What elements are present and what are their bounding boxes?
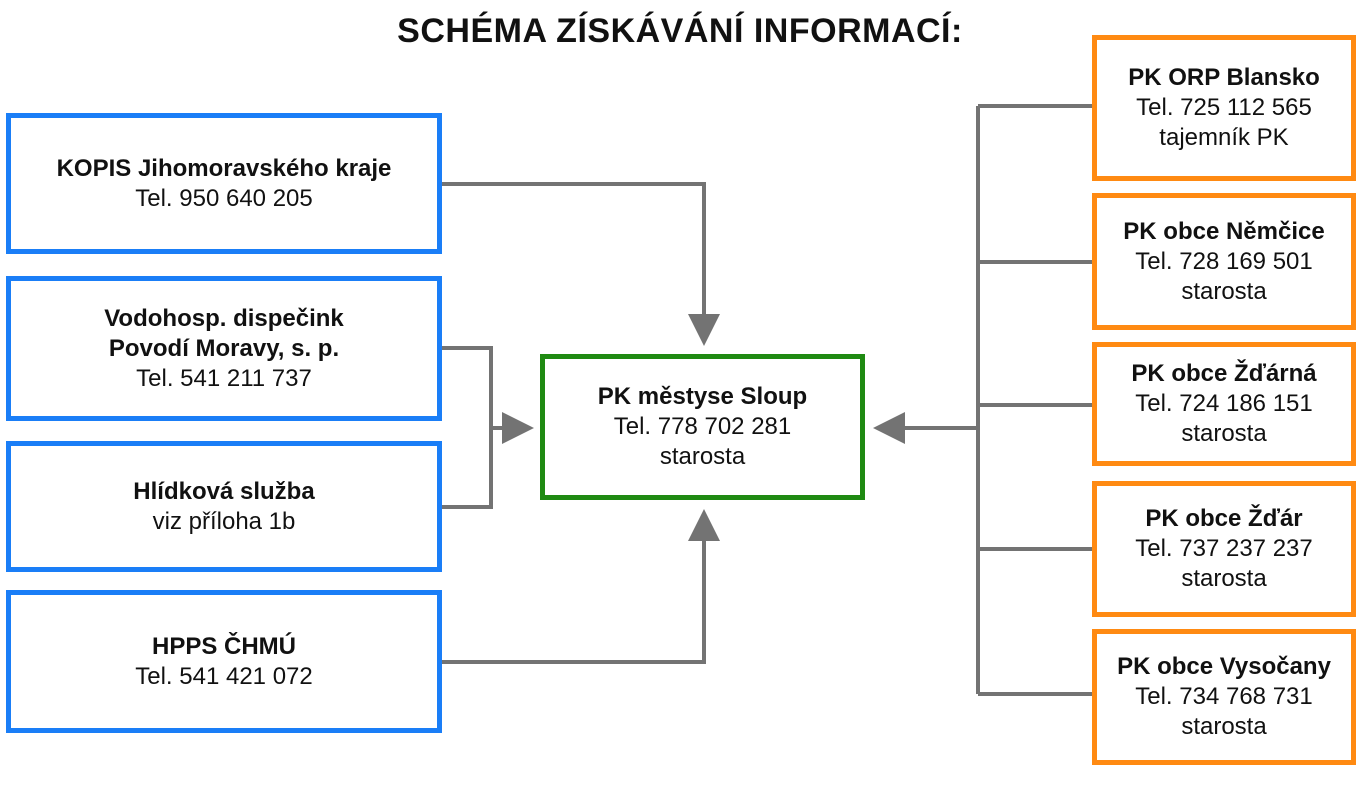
recipient-zdarna: PK obce Žďárná Tel. 724 186 151 starosta [1092,342,1356,466]
connector-vodohosp [441,346,493,509]
center-sloup-name: PK městyse Sloup [597,383,808,410]
source-hpps-name: HPPS ČHMÚ [151,632,296,660]
recipient-zdarna-tel: Tel. 724 186 151 [1135,390,1313,417]
recipient-zdar-name: PK obce Žďár [1145,505,1303,532]
recipient-nemcice: PK obce Němčice Tel. 728 169 501 starost… [1092,193,1356,330]
recipient-vysocany-name: PK obce Vysočany [1117,653,1331,680]
source-hlidkova-name: Hlídková služba [133,477,315,505]
source-hpps-tel: Tel. 541 421 072 [135,662,313,690]
recipient-blansko-role: tajemník PK [1159,124,1289,151]
recipient-zdarna-role: starosta [1181,420,1267,447]
source-hpps: HPPS ČHMÚ Tel. 541 421 072 [6,590,442,733]
center-sloup: PK městyse Sloup Tel. 778 702 281 staros… [540,354,865,500]
connector-hpps [441,509,720,664]
recipient-vysocany-tel: Tel. 734 768 731 [1135,683,1313,710]
recipient-nemcice-tel: Tel. 728 169 501 [1135,247,1313,275]
recipient-zdarna-name: PK obce Žďárná [1131,360,1317,387]
recipient-zdar: PK obce Žďár Tel. 737 237 237 starosta [1092,481,1356,617]
source-vodohosp-tel: Tel. 541 211 737 [136,364,312,392]
connector-kopis [441,182,720,346]
source-vodohosp-name: Vodohosp. dispečink [104,304,344,332]
recipient-nemcice-role: starosta [1181,277,1267,305]
recipient-vysocany-role: starosta [1181,713,1267,740]
source-kopis-name: KOPIS Jihomoravského kraje [56,154,392,182]
recipient-blansko-tel: Tel. 725 112 565 [1136,94,1312,121]
source-hlidkova: Hlídková služba viz příloha 1b [6,441,442,572]
source-kopis-tel: Tel. 950 640 205 [135,184,313,212]
source-vodohosp: Vodohosp. dispečink Povodí Moravy, s. p.… [6,276,442,421]
recipient-blansko: PK ORP Blansko Tel. 725 112 565 tajemník… [1092,35,1356,181]
recipient-zdar-role: starosta [1181,565,1267,592]
source-vodohosp-name-line2: Povodí Moravy, s. p. [108,334,340,362]
center-sloup-tel: Tel. 778 702 281 [613,413,792,440]
recipient-vysocany: PK obce Vysočany Tel. 734 768 731 staros… [1092,629,1356,765]
source-kopis: KOPIS Jihomoravského kraje Tel. 950 640 … [6,113,442,254]
recipient-zdar-tel: Tel. 737 237 237 [1135,535,1313,562]
recipient-nemcice-name: PK obce Němčice [1123,217,1325,245]
source-hlidkova-detail: viz příloha 1b [152,507,296,535]
recipient-blansko-name: PK ORP Blansko [1128,64,1320,91]
diagram-title: SCHÉMA ZÍSKÁVÁNÍ INFORMACÍ: [397,12,963,50]
center-sloup-role: starosta [659,443,746,470]
